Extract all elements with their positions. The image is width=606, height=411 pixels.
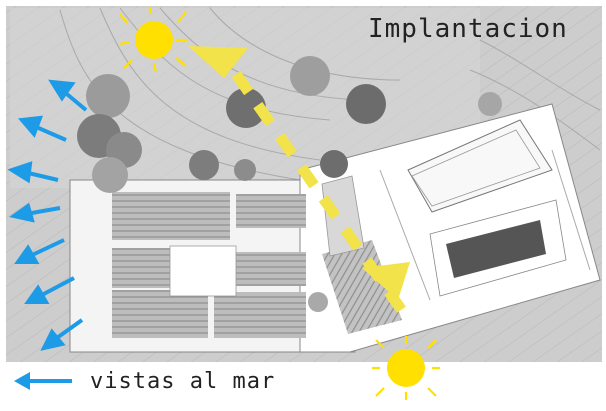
building-block xyxy=(236,194,306,228)
building-block xyxy=(112,248,170,288)
arrow-left-icon xyxy=(7,161,59,184)
sun-icon xyxy=(372,336,440,400)
arrow-left-icon xyxy=(48,79,88,112)
building-block xyxy=(112,192,230,240)
sun-path-arrow xyxy=(362,262,410,300)
legend-label: vistas al mar xyxy=(90,368,276,394)
diagram-title: Implantacion xyxy=(368,14,568,44)
arrow-left-icon xyxy=(40,318,84,351)
arrow-left-icon xyxy=(14,238,65,264)
courtyard xyxy=(169,245,237,297)
legend: vistas al mar xyxy=(78,366,275,396)
building-block xyxy=(322,240,402,334)
arrow-left-icon xyxy=(24,276,75,304)
building-block xyxy=(407,119,553,213)
arrow-left-icon xyxy=(18,115,67,142)
arrow-left-icon xyxy=(14,372,72,390)
building-block xyxy=(112,290,208,338)
building-complex xyxy=(69,103,601,353)
dark-block xyxy=(446,220,546,278)
building-block xyxy=(236,252,306,286)
sun-path-arrow xyxy=(188,46,248,78)
sea-view-arrows xyxy=(7,79,88,351)
arrow-left-icon xyxy=(9,202,61,223)
sun-icon xyxy=(119,8,188,73)
trees xyxy=(77,56,502,312)
building-block xyxy=(214,292,306,338)
sun-path xyxy=(188,46,415,326)
contour-lines xyxy=(59,7,601,181)
